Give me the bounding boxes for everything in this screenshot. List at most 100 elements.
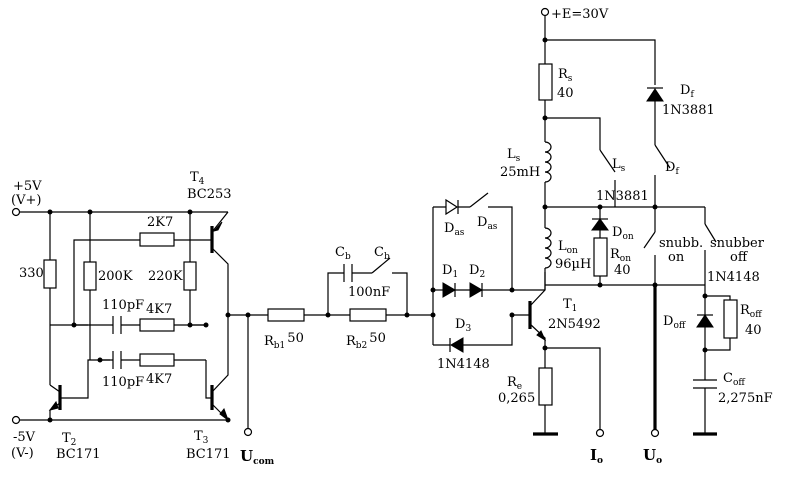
ls-switch-label: Ls: [612, 157, 626, 174]
supply-neg-terminal[interactable]: [11, 415, 21, 425]
snubber-off-switch: [704, 223, 717, 243]
ucom-terminal[interactable]: [243, 427, 253, 437]
resistor-200k: [83, 261, 97, 291]
resistor-220k: [183, 261, 197, 291]
t2-label: T2: [62, 431, 76, 448]
t1-label: T1: [563, 297, 577, 314]
df-switch-label: Df: [665, 160, 679, 177]
resistor-roff: [723, 299, 738, 339]
diode-df: [646, 88, 664, 102]
c110a-label: 110pF: [102, 298, 144, 313]
snubb-on-label1: snubb.: [659, 236, 703, 251]
t4-label: T4: [190, 170, 205, 187]
supply-pos-terminal[interactable]: [11, 207, 21, 217]
resistor-re: [538, 367, 553, 406]
d2-label: D2: [469, 263, 485, 280]
cb-label: Cb: [335, 245, 351, 262]
rs-label: Rs: [558, 67, 573, 84]
resistor-4k7-top: [139, 318, 175, 332]
df-part: 1N3881: [662, 103, 715, 118]
resistor-rb2: [349, 308, 387, 322]
r220k-label: 220K: [148, 269, 183, 284]
uo-terminal[interactable]: [650, 428, 660, 438]
io-label: Io: [590, 446, 603, 466]
re-label: Re: [507, 375, 522, 392]
io-terminal[interactable]: [595, 428, 605, 438]
doff-label: Doff: [663, 314, 686, 331]
das-switch: [469, 192, 489, 208]
resistor-330: [43, 259, 57, 289]
ls-label: Ls: [507, 147, 521, 164]
uo-label: Uo: [643, 446, 662, 466]
capacitor-coff: [693, 379, 717, 389]
t3-label: T3: [194, 429, 209, 446]
r4k7a-label: 4K7: [146, 302, 172, 317]
supply-neg-alias: (V-): [11, 446, 34, 461]
t1-part: 2N5492: [548, 317, 601, 332]
ron-label: Ron: [610, 247, 631, 264]
diode-doff: [696, 314, 714, 328]
supply-neg-label: -5V: [13, 430, 36, 445]
transistor-t4: [205, 211, 229, 315]
das-label: Das: [444, 221, 465, 238]
ucom-label: Ucom: [240, 447, 275, 467]
re-value: 0,265: [498, 391, 535, 406]
ls-switch: [599, 149, 616, 173]
resistor-ron: [593, 237, 608, 277]
transistor-t3: [205, 345, 230, 422]
supply-pos-label: +5V: [13, 179, 42, 194]
snubber-off-label2: off: [730, 250, 749, 265]
d3-label: D3: [455, 317, 471, 334]
diode-das: [445, 198, 459, 216]
t4-part: BC253: [187, 187, 232, 202]
df-label: Df: [680, 83, 694, 100]
lon-value: 96µH: [555, 257, 591, 272]
don-label: Don: [612, 225, 634, 242]
ls-value: 25mH: [500, 165, 540, 180]
resistor-4k7-bottom: [139, 353, 175, 367]
supply-e-terminal[interactable]: [540, 7, 550, 17]
transistor-t2: [48, 359, 110, 420]
driver-stage: [11, 207, 253, 437]
snubber-off-label1: snubber: [710, 236, 765, 251]
inductor-ls: [544, 141, 552, 183]
t3-part: BC171: [186, 447, 231, 462]
diode-don: [591, 218, 609, 231]
lon-label: Lon: [558, 239, 578, 256]
cb-switch-label: Cb: [374, 245, 390, 262]
r200k-label: 200K: [98, 269, 133, 284]
c110b-label: 110pF: [102, 375, 144, 390]
base-network: [248, 192, 530, 353]
diode-d2: [469, 282, 483, 298]
coff-value: 2,275nF: [718, 391, 773, 406]
power-stage: [512, 7, 738, 438]
supply-pos-alias: (V+): [11, 193, 41, 208]
roff-label: Roff: [740, 303, 762, 320]
ron-value: 40: [614, 263, 631, 278]
doff-part: 1N4148: [707, 270, 760, 285]
roff-value: 40: [745, 323, 762, 338]
coff-label: Coff: [723, 371, 745, 388]
snubb-on-switch: [643, 231, 656, 249]
cb-switch: [371, 257, 391, 274]
labels: +5V (V+) -5V (V-) 330 200K 220K 2K7 4K7 …: [11, 7, 773, 467]
t2-part: BC171: [56, 447, 101, 462]
resistor-rs: [538, 63, 553, 101]
d3-part: 1N4148: [437, 357, 490, 372]
inductor-lon: [544, 227, 552, 269]
das-switch-label: Das: [477, 215, 498, 232]
r330-label: 330: [19, 266, 44, 281]
r4k7b-label: 4K7: [146, 372, 172, 387]
diode-d3: [450, 337, 464, 353]
diode-d1: [442, 282, 456, 298]
df-switch: [654, 144, 671, 169]
cb-value: 100nF: [348, 285, 390, 300]
snubb-on-label2: on: [668, 250, 685, 265]
rs-value: 40: [557, 86, 574, 101]
r2k7-label: 2K7: [147, 215, 173, 230]
resistor-2k7: [139, 232, 175, 247]
d1-label: D1: [442, 263, 458, 280]
